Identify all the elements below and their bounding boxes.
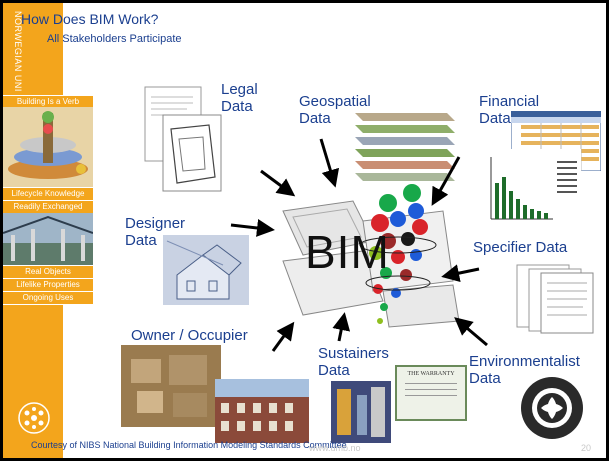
- bim-model-composite: [282, 200, 460, 328]
- designer-house-sketch-image: [163, 235, 249, 305]
- university-seal-logo: [18, 402, 50, 434]
- specifier-documents-image: [516, 264, 594, 334]
- legal-documents-image: [144, 86, 222, 192]
- footer-credit: Courtesy of NIBS National Building Infor…: [31, 440, 347, 450]
- slide-subtitle: All Stakeholders Participate: [47, 33, 182, 45]
- usgbc-logo: [521, 377, 583, 439]
- label-geospatial-data: Geospatial Data: [299, 93, 371, 127]
- building-interior-image: [3, 213, 93, 265]
- warranty-title: THE WARRANTY: [407, 371, 455, 377]
- label-specifier-data: Specifier Data: [473, 239, 568, 256]
- label-owner-occupier: Owner / Occupier: [131, 327, 248, 344]
- owner-building-photo: [215, 379, 309, 443]
- university-vertical-text: NORWEGIAN UNI: [13, 11, 23, 91]
- label-environmentalist-data: Environmentalist Data: [469, 353, 580, 387]
- sidebar-label-ongoing-uses: Ongoing Uses: [3, 291, 93, 305]
- bim-center-label: BIM: [305, 226, 390, 278]
- slide-title: How Does BIM Work?: [21, 11, 159, 27]
- slide: NORWEGIAN UNI Building Is a Verb Lifecyc…: [3, 3, 606, 458]
- arrows-layer: [230, 138, 488, 352]
- label-financial-data: Financial Data: [479, 93, 540, 127]
- label-legal-data: Legal Data: [221, 81, 258, 115]
- owner-model-photo: [121, 345, 221, 427]
- geospatial-layers-image: [355, 113, 455, 181]
- financial-chart-image: [481, 149, 581, 231]
- label-sustainers-data: Sustainers Data: [318, 345, 389, 379]
- spiral-image: [3, 107, 93, 187]
- footer-url: www.umb.no: [309, 443, 361, 453]
- data-spheres-graphic: [359, 184, 437, 324]
- label-designer-data: Designer Data: [125, 215, 186, 249]
- page-number: 20: [581, 443, 592, 453]
- warranty-certificate: THE WARRANTY: [395, 365, 467, 421]
- sustainers-facility-photo: [331, 381, 391, 443]
